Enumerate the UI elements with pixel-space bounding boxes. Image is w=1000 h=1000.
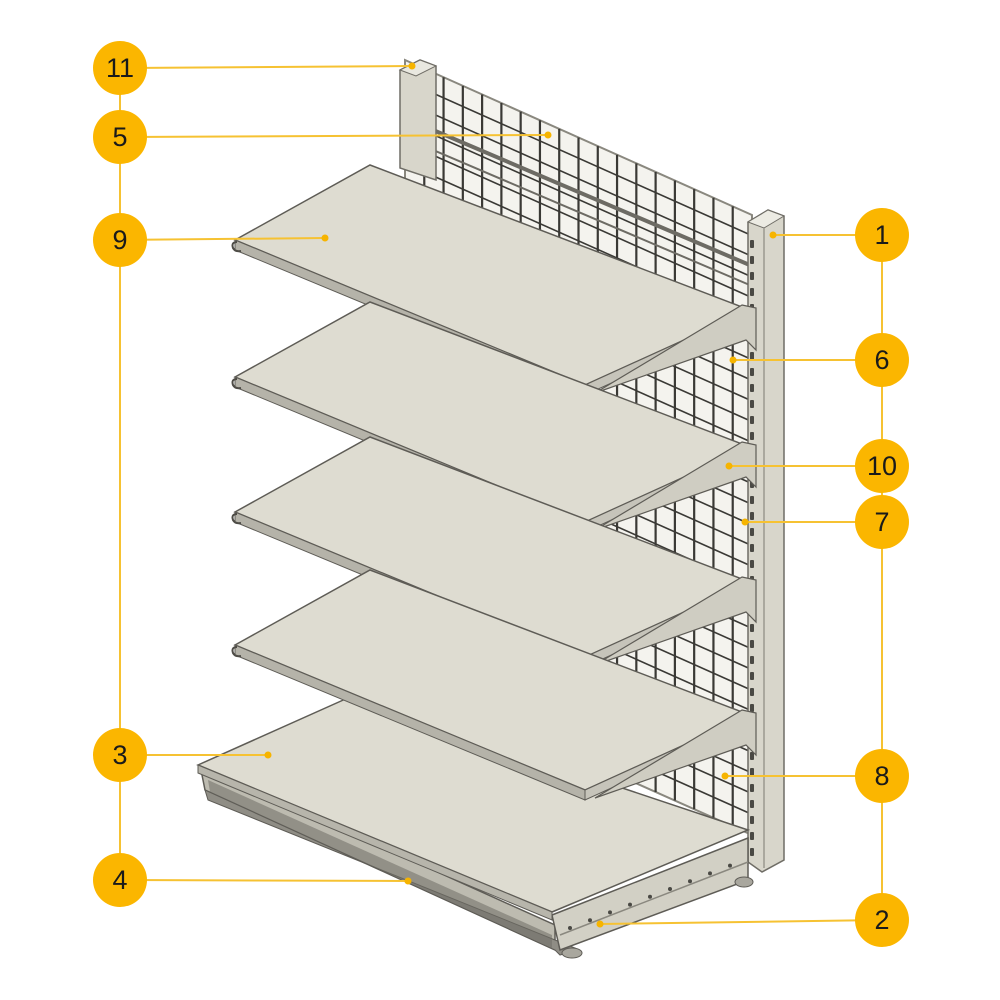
callout-badge-9: 9 <box>93 213 147 267</box>
callouts: 11 5 9 3 4 1 6 10 <box>93 41 909 947</box>
callout-badge-5: 5 <box>93 110 147 164</box>
callout-label-9: 9 <box>112 225 127 255</box>
anchor-dot-3 <box>264 751 272 759</box>
anchor-dot-5 <box>544 131 552 139</box>
callout-label-11: 11 <box>106 53 134 83</box>
callout-label-3: 3 <box>112 740 127 770</box>
anchor-dot-11 <box>408 62 416 70</box>
callout-label-6: 6 <box>874 345 889 375</box>
anchor-dot-6 <box>729 356 737 364</box>
anchor-dot-4 <box>404 877 412 885</box>
callout-label-1: 1 <box>874 220 889 250</box>
anchor-dot-8 <box>721 772 729 780</box>
leader-9 <box>119 237 326 241</box>
callout-badge-6: 6 <box>855 333 909 387</box>
callout-badge-10: 10 <box>855 439 909 493</box>
callout-label-10: 10 <box>867 451 897 481</box>
callout-label-8: 8 <box>874 761 889 791</box>
right-upright <box>746 209 786 873</box>
callout-badge-7: 7 <box>855 495 909 549</box>
callout-label-4: 4 <box>112 865 127 895</box>
callout-badge-11: 11 <box>93 41 147 95</box>
anchor-dot-7 <box>741 518 749 526</box>
shelving-unit <box>196 58 786 959</box>
leader-4 <box>119 879 409 882</box>
callout-label-7: 7 <box>874 507 889 537</box>
callout-badge-2: 2 <box>855 893 909 947</box>
callout-badge-3: 3 <box>93 728 147 782</box>
callout-badge-4: 4 <box>93 853 147 907</box>
leader-2 <box>599 919 883 925</box>
base-deck <box>196 696 754 959</box>
leader-5 <box>119 134 549 138</box>
anchor-dot-1 <box>769 231 777 239</box>
leader-11 <box>119 65 413 69</box>
anchor-dot-10 <box>725 462 733 470</box>
anchor-dot-9 <box>321 234 329 242</box>
callout-label-5: 5 <box>112 122 127 152</box>
callout-badge-1: 1 <box>855 208 909 262</box>
anchor-dot-2 <box>596 920 604 928</box>
callout-label-2: 2 <box>874 905 889 935</box>
shelves <box>231 164 757 801</box>
left-upright <box>398 59 438 182</box>
callout-badge-8: 8 <box>855 749 909 803</box>
